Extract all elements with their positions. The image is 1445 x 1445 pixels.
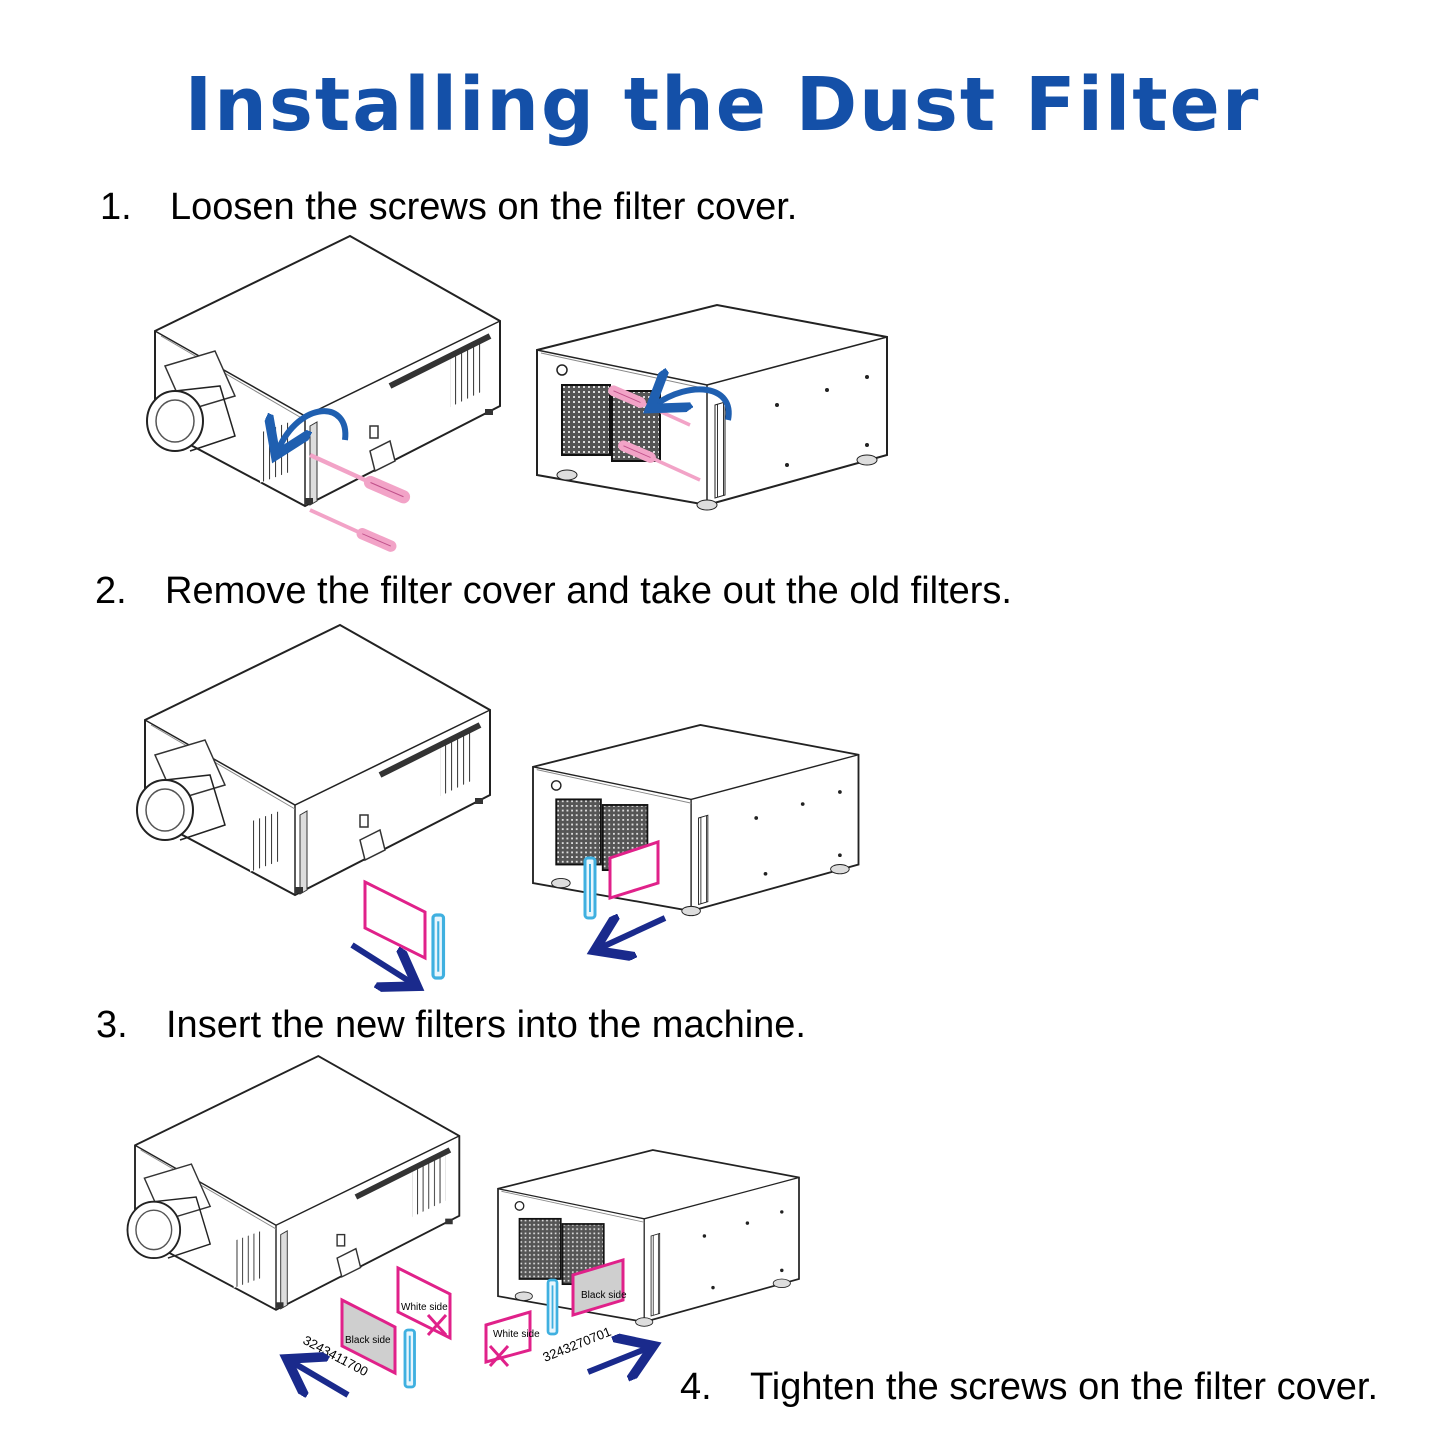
- step-1-number: 1.: [100, 186, 132, 228]
- rotate-arrow-icon: [655, 389, 732, 421]
- step-4: 4. Tighten the screws on the filter cover…: [680, 1366, 1378, 1409]
- insert-arrow-icon: [586, 1348, 648, 1372]
- step-3-rear-projector: Black side White side 3243270701: [484, 1149, 800, 1372]
- x-mark-icon: [426, 1313, 448, 1337]
- step-3-text: Insert the new filters into the machine.: [166, 1004, 806, 1046]
- step-2-rear-projector: [532, 724, 860, 948]
- step-2-front-projector: [137, 625, 490, 983]
- remove-arrow-icon: [600, 918, 667, 948]
- step-3-front-projector: Black side White side 3243411700: [127, 1056, 459, 1395]
- step-1-text: Loosen the screws on the filter cover.: [170, 186, 798, 228]
- black-side-label: Black side: [581, 1290, 627, 1301]
- white-side-label: White side: [493, 1329, 540, 1340]
- step-3-number: 3.: [96, 1004, 128, 1046]
- step-2-text: Remove the filter cover and take out the…: [165, 570, 1012, 612]
- step-1-rear-projector: [536, 304, 888, 511]
- step-4-text: Tighten the screws on the filter cover.: [750, 1366, 1379, 1408]
- step-3: 3. Insert the new filters into the machin…: [96, 1004, 806, 1047]
- rotate-arrow-icon: [278, 408, 349, 450]
- x-mark-icon: [488, 1344, 510, 1368]
- page-title: Installing the Dust Filter: [184, 62, 1261, 148]
- insert-arrow-icon: [292, 1362, 350, 1395]
- black-side-label: Black side: [345, 1335, 391, 1346]
- white-side-label: White side: [401, 1302, 448, 1313]
- remove-arrow-icon: [350, 942, 412, 983]
- old-filter-icon: [363, 879, 427, 961]
- step-1: 1. Loosen the screws on the filter cover.: [100, 186, 797, 229]
- step-4-number: 4.: [680, 1366, 712, 1408]
- old-filter-icon: [608, 839, 660, 901]
- step-2: 2. Remove the filter cover and take out t…: [95, 570, 1012, 613]
- step-1-front-projector: [147, 236, 500, 546]
- step-2-number: 2.: [95, 570, 127, 612]
